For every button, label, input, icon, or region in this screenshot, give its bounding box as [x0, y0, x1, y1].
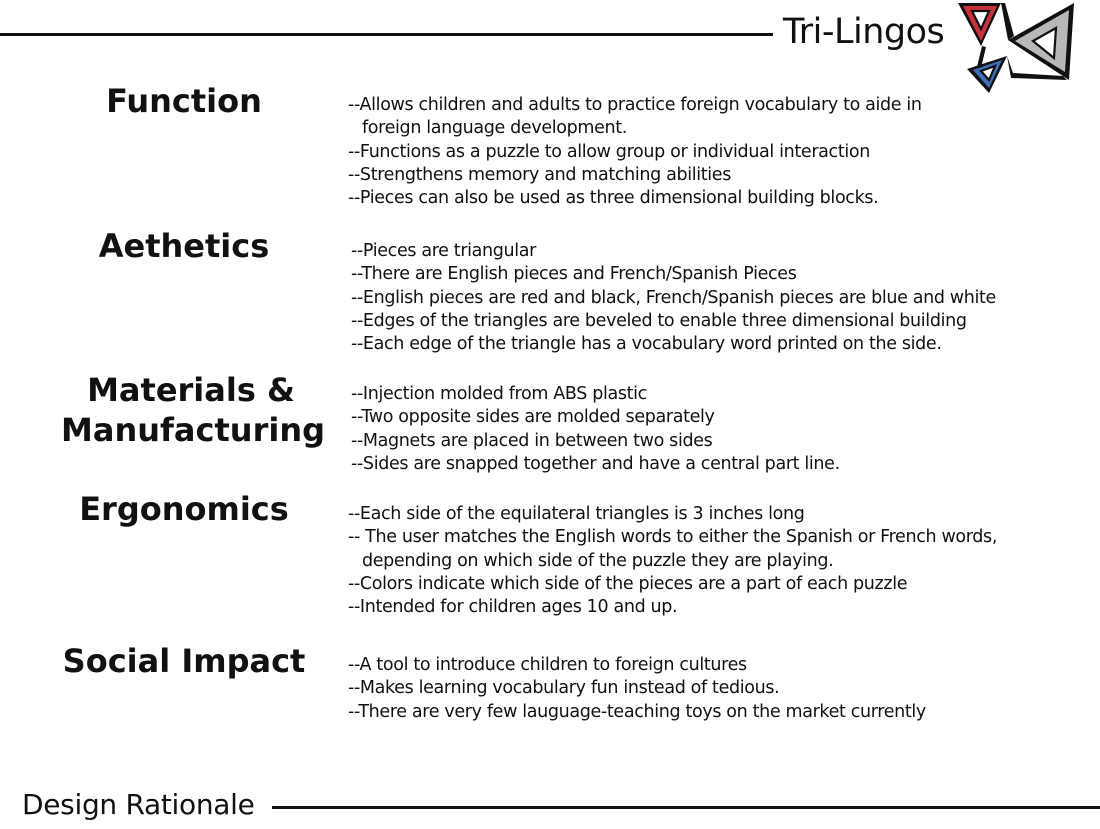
section-heading-aethetics: Aethetics [98, 227, 270, 265]
section-line: --Allows children and adults to practice… [348, 95, 922, 115]
section-heading-ergonomics: Ergonomics [79, 490, 289, 528]
section-lines-aethetics: --Pieces are triangular --There are Engl… [351, 240, 996, 356]
section-line: --Injection molded from ABS plastic [351, 384, 647, 404]
section-line: --English pieces are red and black, Fren… [351, 287, 996, 308]
section-line: --Pieces are triangular [351, 241, 537, 261]
section-heading-materials-manufacturing: Materials & Manufacturing [61, 370, 325, 450]
section-line: --Two opposite sides are molded separate… [351, 407, 715, 428]
section-heading-function: Function [106, 82, 262, 120]
section-line: --Edges of the triangles are beveled to … [351, 310, 967, 331]
section-line: --Each edge of the triangle has a vocabu… [351, 334, 942, 355]
section-heading-line: Manufacturing [61, 411, 325, 449]
section-lines-materials-manufacturing: --Injection molded from ABS plastic --Tw… [351, 383, 840, 476]
section-line: depending on which side of the puzzle th… [362, 550, 834, 571]
tri-lingos-triangle-logo-icon [958, 3, 1074, 93]
section-line: foreign language development. [362, 118, 627, 139]
section-line: --There are English pieces and French/Sp… [351, 264, 797, 285]
section-line: --A tool to introduce children to foreig… [348, 655, 747, 675]
section-lines-social-impact: --A tool to introduce children to foreig… [348, 654, 926, 724]
section-line: --Pieces can also be used as three dimen… [348, 188, 879, 209]
section-line: -- The user matches the English words to… [348, 527, 998, 548]
section-line: --Each side of the equilateral triangles… [348, 504, 805, 524]
section-line: --There are very few lauguage-teaching t… [348, 701, 926, 722]
section-line: --Functions as a puzzle to allow group o… [348, 141, 870, 162]
section-line: --Magnets are placed in between two side… [351, 430, 713, 451]
footer-title: Design Rationale [22, 788, 255, 821]
section-lines-function: --Allows children and adults to practice… [348, 94, 922, 210]
section-heading-line: Materials & [87, 371, 295, 409]
top-rule [0, 33, 773, 36]
section-line: --Sides are snapped together and have a … [351, 453, 840, 474]
section-lines-ergonomics: --Each side of the equilateral triangles… [348, 503, 997, 619]
section-line: --Makes learning vocabulary fun instead … [348, 678, 780, 699]
section-line: --Strengthens memory and matching abilit… [348, 164, 731, 185]
section-line: --Colors indicate which side of the piec… [348, 573, 908, 594]
bottom-rule [272, 806, 1100, 809]
section-line: --Intended for children ages 10 and up. [348, 597, 678, 618]
brand-title: Tri-Lingos [783, 12, 945, 52]
section-heading-social-impact: Social Impact [62, 642, 306, 680]
